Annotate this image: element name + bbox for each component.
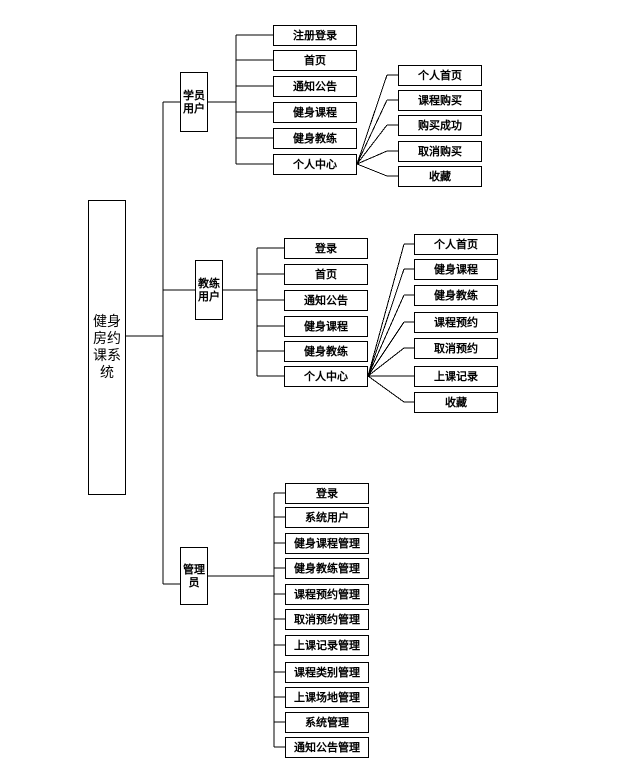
student-item: 个人中心 [273,154,357,175]
coach-item: 通知公告 [284,290,368,311]
student-item: 注册登录 [273,25,357,46]
admin-item: 上课场地管理 [285,687,369,708]
coach-fan [367,294,405,377]
coach-fan [367,268,405,377]
student-center-item: 收藏 [398,166,482,187]
admin-item: 登录 [285,483,369,504]
student-item: 健身课程 [273,102,357,123]
coach-center-item: 取消预约 [414,338,498,359]
coach-fan [367,321,405,377]
coach-item: 健身课程 [284,316,368,337]
student-item: 健身教练 [273,128,357,149]
coach-item: 健身教练 [284,341,368,362]
student-center-item: 课程购买 [398,90,482,111]
coach-center-item: 上课记录 [414,366,498,387]
admin-item: 健身课程管理 [285,533,369,554]
student-item: 首页 [273,50,357,71]
coach-center-item: 课程预约 [414,312,498,333]
coach-item: 首页 [284,264,368,285]
coach-center-item: 健身教练 [414,285,498,306]
group-student: 学员用户 [180,72,208,132]
root-node: 健身房约课系统 [88,200,126,495]
admin-item: 课程类别管理 [285,662,369,683]
coach-item: 登录 [284,238,368,259]
coach-fan [367,243,405,377]
student-center-item: 个人首页 [398,65,482,86]
admin-item: 取消预约管理 [285,609,369,630]
student-fan [356,163,388,177]
student-fan [356,124,388,165]
student-center-item: 取消购买 [398,141,482,162]
admin-item: 课程预约管理 [285,584,369,605]
coach-fan [367,375,405,403]
coach-center-item: 个人首页 [414,234,498,255]
admin-item: 上课记录管理 [285,635,369,656]
admin-item: 通知公告管理 [285,737,369,758]
group-admin: 管理员 [180,547,208,605]
coach-item: 个人中心 [284,366,368,387]
coach-center-item: 健身课程 [414,259,498,280]
admin-item: 系统管理 [285,712,369,733]
admin-item: 健身教练管理 [285,558,369,579]
admin-item: 系统用户 [285,507,369,528]
student-item: 通知公告 [273,76,357,97]
student-fan [356,99,388,165]
student-fan [356,74,388,165]
student-center-item: 购买成功 [398,115,482,136]
coach-center-item: 收藏 [414,392,498,413]
coach-fan [367,347,405,377]
group-coach: 教练用户 [195,260,223,320]
student-fan [356,150,388,165]
